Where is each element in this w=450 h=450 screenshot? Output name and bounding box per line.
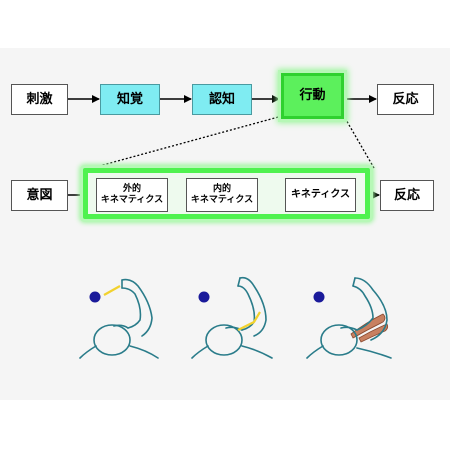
external-kinematics-box: 外的 キネマティクス [96, 178, 168, 212]
kinetics-box: キネティクス [285, 178, 356, 212]
action-box: 行動 [281, 73, 344, 119]
external-kinematics-arm-figure-icon [79, 278, 159, 359]
perception-box: 知覚 [100, 84, 160, 115]
hand-to-target-line [103, 285, 121, 296]
internal-kinematics-arm-figure-icon [191, 276, 273, 359]
stimulus-box: 刺激 [11, 84, 68, 115]
external-kinematics-line2: キネマティクス [100, 195, 164, 205]
external-kinematics-line1: 外的 [122, 183, 141, 194]
internal-kinematics-line2: キネマティクス [190, 195, 254, 205]
target-dot [198, 291, 210, 303]
target-dot [89, 291, 101, 303]
zoom-line-left [91, 115, 283, 169]
internal-kinematics-line1: 内的 [212, 183, 231, 194]
response-box-top: 反応 [377, 84, 434, 115]
internal-kinematics-box: 内的 キネマティクス [186, 178, 258, 212]
muscle-bands [350, 313, 389, 343]
response-box-bottom: 反応 [380, 180, 434, 211]
cognition-box: 認知 [192, 84, 252, 115]
joint-angle-lines [237, 311, 261, 331]
target-dot [313, 291, 325, 303]
kinetics-arm-figure-icon [306, 277, 392, 359]
intention-box: 意図 [11, 180, 68, 211]
zoom-line-right [344, 117, 375, 169]
